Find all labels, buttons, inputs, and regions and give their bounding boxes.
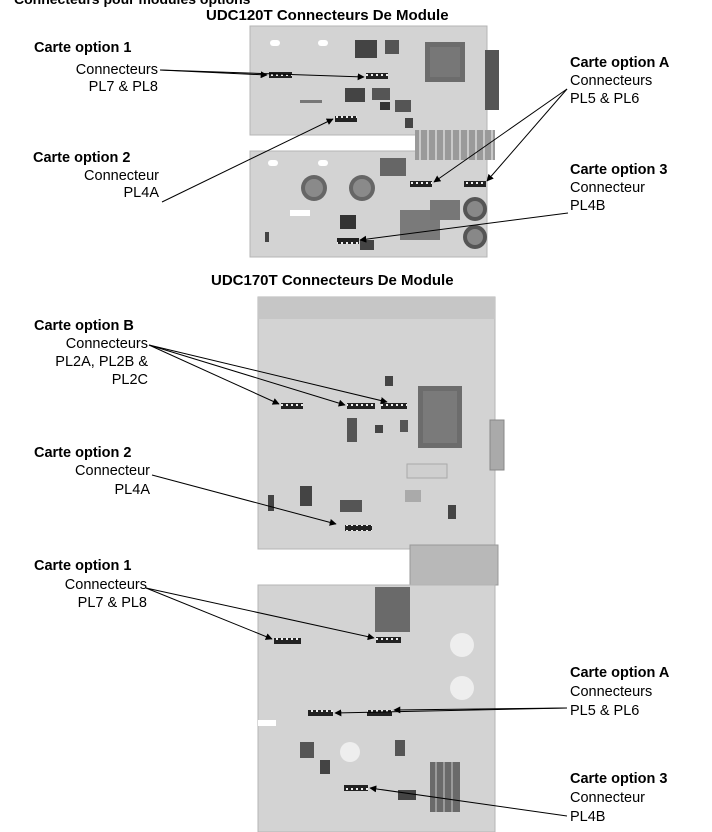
udc170-opt3-title: Carte option 3	[570, 771, 668, 787]
udc170-opt2-title: Carte option 2	[34, 445, 132, 461]
udc170-upper-board	[257, 296, 505, 550]
udc120-pl4a-connector	[335, 116, 357, 122]
udc170-pl7-connector	[274, 638, 301, 644]
udc120-opt1-line2: PL7 & PL8	[88, 79, 158, 95]
udc120-opt1-title: Carte option 1	[34, 40, 132, 56]
udc170-pl5-connector	[308, 710, 333, 716]
udc170-optA-line1: Connecteurs	[570, 684, 653, 700]
udc120-pl8-connector	[366, 73, 388, 79]
udc170-optA-title: Carte option A	[570, 665, 670, 681]
udc120-optA-line1: Connecteurs	[570, 73, 653, 89]
udc120-pl7-connector	[269, 72, 292, 78]
udc170-optB-line1: Connecteurs	[65, 336, 148, 352]
udc170-optB-line3: PL2C	[111, 372, 148, 388]
udc170-pl6-connector	[367, 710, 392, 716]
udc170-optA-line2: PL5 & PL6	[570, 703, 640, 719]
udc170-pl2c-connector	[381, 403, 407, 409]
udc170-opt3-line1: Connecteur	[570, 790, 645, 806]
udc170-opt2-line1: Connecteur	[75, 463, 150, 479]
udc170-opt3-line2: PL4B	[570, 809, 606, 825]
udc120-opt3-line1: Connecteur	[570, 180, 645, 196]
udc170-pl2a-connector	[281, 403, 303, 409]
udc120-pl6-connector	[464, 181, 486, 187]
udc170-pl8-connector	[376, 637, 401, 643]
udc120-opt2-title: Carte option 2	[33, 150, 131, 166]
udc170-lower-board	[257, 544, 499, 832]
cut-off-heading: Connecteurs pour modules options	[14, 0, 250, 8]
udc120-optA-line2: PL5 & PL6	[570, 91, 640, 107]
udc170-leader-lines	[145, 344, 568, 817]
udc120-leader-lines	[159, 69, 569, 243]
udc120-opt2-line1: Connecteur	[84, 168, 159, 184]
udc120-optA-title: Carte option A	[570, 55, 670, 71]
udc170-optB-title: Carte option B	[34, 318, 134, 334]
udc120-opt3-title: Carte option 3	[570, 162, 668, 178]
udc120-opt2-line2: PL4A	[123, 185, 159, 201]
udc170-pl4a-connector	[345, 525, 372, 531]
udc120-pl4b-connector	[337, 238, 359, 244]
udc170-title: UDC170T Connecteurs De Module	[211, 272, 454, 289]
udc170-opt1-line2: PL7 & PL8	[77, 595, 147, 611]
udc120-upper-board	[249, 25, 499, 136]
udc120-opt3-line2: PL4B	[570, 198, 606, 214]
udc170-opt1-line1: Connecteurs	[64, 577, 147, 593]
udc170-opt1-title: Carte option 1	[34, 558, 132, 574]
udc120-opt1-line1: Connecteurs	[75, 62, 158, 78]
udc170-opt2-line2: PL4A	[114, 482, 150, 498]
udc120-title: UDC120T Connecteurs De Module	[206, 7, 449, 24]
udc170-optB-line2: PL2A, PL2B &	[55, 354, 148, 370]
udc170-pl2b-connector	[347, 403, 375, 409]
udc170-pl4b-connector	[344, 785, 368, 791]
udc120-pl5-connector	[410, 181, 432, 187]
